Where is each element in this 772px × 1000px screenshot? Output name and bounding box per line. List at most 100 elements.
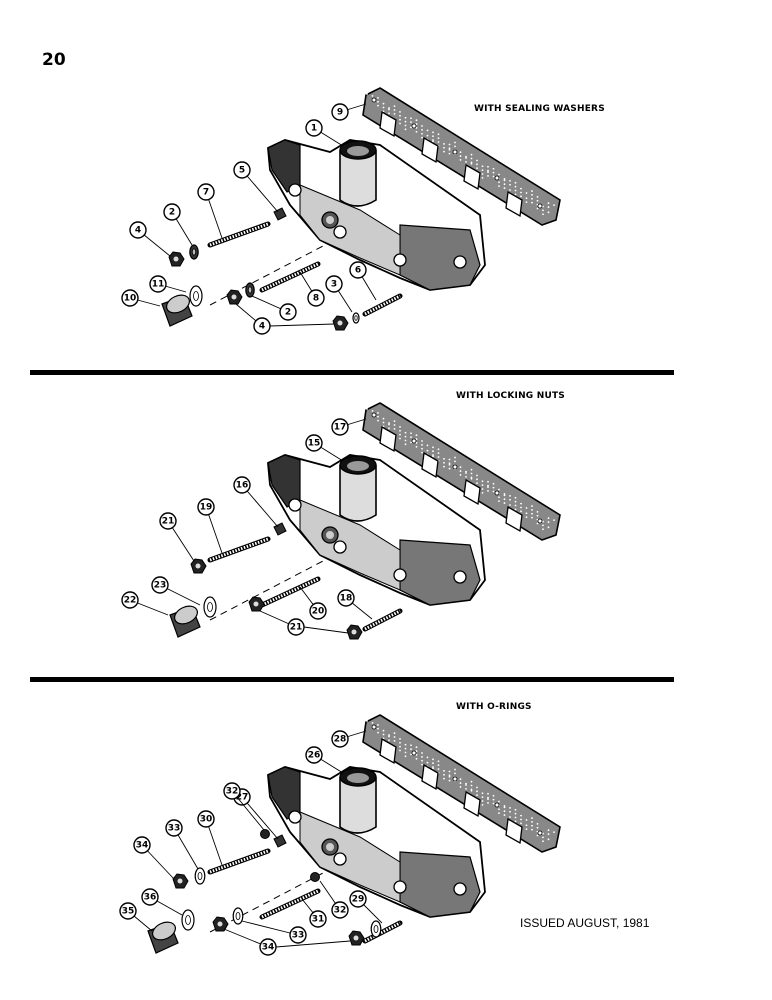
- callout-manifold: 15: [305, 434, 323, 452]
- manifold-boss: [288, 183, 302, 197]
- cap: [169, 605, 201, 638]
- locking-nut: [248, 596, 265, 612]
- gasket-bolt-hole: [537, 518, 543, 524]
- gasket-bolt-hole: [494, 490, 500, 496]
- callout-o-ring: 32: [331, 901, 349, 919]
- callout-pipe-plug-number: 5: [239, 166, 245, 176]
- gasket-port: [505, 817, 523, 845]
- callout-cap: 35: [119, 902, 137, 920]
- cap: [161, 294, 193, 327]
- gasket-port: [505, 190, 523, 218]
- washer: [232, 907, 244, 925]
- callout-manifold-number: 26: [308, 751, 321, 761]
- manifold-boss: [453, 255, 467, 269]
- gasket-port: [463, 163, 481, 191]
- manifold-boss: [453, 882, 467, 896]
- o-ring: [310, 872, 320, 882]
- sealing-washer: [181, 909, 195, 931]
- callout-washer-number: 2: [285, 308, 291, 318]
- manifold-boss: [288, 498, 302, 512]
- callout-cap: 22: [121, 591, 139, 609]
- stud-short: [362, 293, 403, 317]
- page-number: 20: [42, 50, 66, 70]
- gasket-plate: [362, 714, 561, 853]
- gasket-port: [421, 136, 439, 164]
- callout-stud-short: 29: [349, 890, 367, 908]
- callout-pipe-plug-leader: [241, 484, 279, 528]
- callout-nut-number: 34: [136, 841, 149, 851]
- callout-washer-number: 3: [331, 280, 337, 290]
- washer: [189, 244, 199, 260]
- callout-stud-lower: 8: [307, 289, 325, 307]
- callout-nut-leader: [275, 940, 351, 948]
- gasket-bolt-hole: [537, 203, 543, 209]
- manifold-boss: [393, 880, 407, 894]
- washer: [370, 920, 382, 938]
- callout-pipe-plug: 5: [233, 161, 251, 179]
- gasket-bolt-hole: [411, 438, 417, 444]
- manifold-side: [299, 184, 401, 276]
- gasket-bolt-hole: [452, 776, 458, 782]
- manifold-boss: [393, 253, 407, 267]
- assembly-line: [209, 559, 326, 621]
- nut: [332, 315, 349, 331]
- callout-gasket-number: 17: [334, 423, 347, 433]
- manifold-lower-lobe: [399, 224, 481, 291]
- exhaust-manifold: [267, 766, 486, 918]
- callout-stud-long: 7: [197, 183, 215, 201]
- callout-cap-number: 10: [124, 294, 137, 304]
- stud-lower: [259, 576, 321, 608]
- callout-gasket: 9: [331, 103, 349, 121]
- callout-locking-nut: 21: [287, 618, 305, 636]
- manifold-boss: [288, 810, 302, 824]
- manifold-riser: [339, 150, 377, 207]
- callout-washer-number: 33: [292, 931, 305, 941]
- callout-nut-leader: [269, 323, 335, 327]
- callout-pipe-plug-leader: [241, 796, 279, 840]
- callout-manifold: 1: [305, 119, 323, 137]
- manifold-side: [299, 811, 401, 903]
- callout-stud-lower-number: 20: [312, 607, 325, 617]
- callout-stud-short-number: 18: [340, 594, 353, 604]
- callout-o-ring-number: 32: [226, 787, 239, 797]
- cap: [147, 921, 179, 954]
- callout-washer: 3: [325, 275, 343, 293]
- section-title-o-rings: WITH O-RINGS: [456, 702, 532, 712]
- nut: [172, 873, 189, 889]
- manifold-boss: [453, 570, 467, 584]
- callout-cap: 10: [121, 289, 139, 307]
- manifold-riser: [339, 777, 377, 834]
- section-divider: [30, 677, 674, 682]
- gasket-bolt-hole: [494, 175, 500, 181]
- locking-nut: [190, 558, 207, 574]
- callout-stud-short-number: 29: [352, 895, 365, 905]
- o-ring: [260, 829, 270, 839]
- callout-stud-long: 19: [197, 498, 215, 516]
- callout-nut: 4: [129, 221, 147, 239]
- callout-gasket-number: 9: [337, 108, 343, 118]
- sealing-washer: [203, 596, 217, 618]
- manifold-boss: [333, 225, 347, 239]
- callout-stud-long-number: 30: [200, 815, 213, 825]
- callout-locking-nut-number: 21: [290, 623, 303, 633]
- callout-pipe-plug-number: 27: [236, 793, 249, 803]
- section-divider: [30, 370, 674, 375]
- gasket-bolt-hole: [411, 750, 417, 756]
- manifold-side: [299, 499, 401, 591]
- callout-stud-short: 6: [349, 261, 367, 279]
- callout-stud-short: 18: [337, 589, 355, 607]
- gasket-port: [379, 425, 397, 453]
- gasket-bolt-hole: [452, 464, 458, 470]
- callout-manifold-number: 15: [308, 439, 321, 449]
- nut: [226, 289, 243, 305]
- callout-washer: 2: [279, 303, 297, 321]
- locking-nut: [346, 624, 363, 640]
- callout-stud-lower-number: 8: [313, 294, 319, 304]
- gasket-bolt-hole: [452, 149, 458, 155]
- callout-sealing-washer-number: 11: [152, 280, 165, 290]
- callout-washer-number: 2: [169, 208, 175, 218]
- callout-locking-nut-leader: [303, 626, 349, 634]
- gasket-bolt-hole: [371, 97, 377, 103]
- gasket: [362, 714, 561, 853]
- nut: [348, 930, 365, 946]
